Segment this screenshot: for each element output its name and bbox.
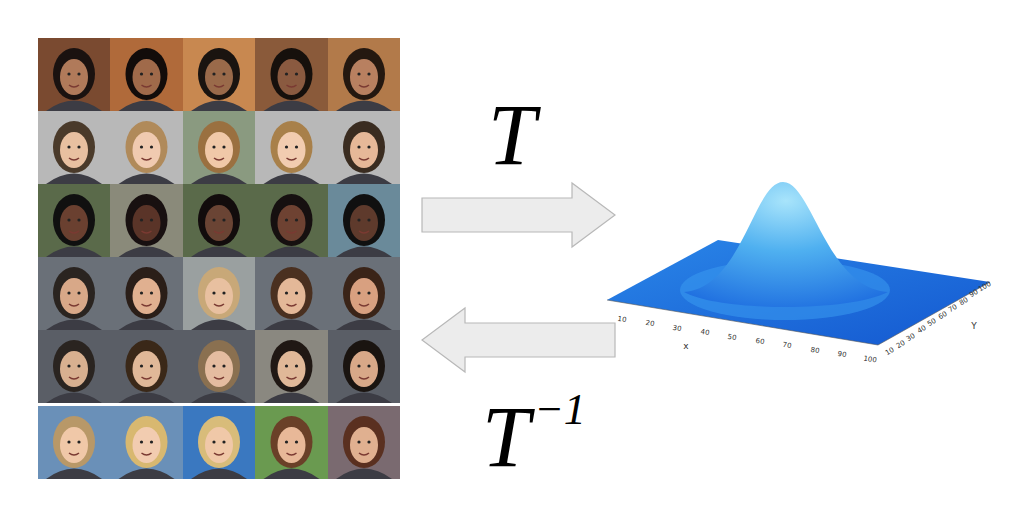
axis-name: Y	[971, 322, 977, 331]
axis-tick: 90	[968, 289, 979, 300]
axis-tick: 70	[947, 304, 958, 315]
axis-tick: 90	[837, 351, 847, 359]
axis-name: x	[683, 342, 688, 351]
axis-tick: 40	[700, 329, 710, 337]
axis-tick: 80	[810, 347, 820, 355]
axis-tick: 40	[916, 325, 927, 336]
axis-tick: 50	[727, 333, 737, 341]
axis-tick: 30	[905, 332, 916, 343]
inverse-exponent: −1	[534, 388, 586, 432]
axis-tick: 70	[782, 342, 792, 350]
axis-tick: 50	[926, 318, 937, 329]
inverse-transform-symbol: T	[482, 394, 530, 480]
forward-arrow	[422, 183, 615, 247]
transform-symbol: T	[488, 92, 536, 178]
axis-tick: 20	[895, 340, 906, 351]
axis-tick: 100	[862, 355, 876, 364]
axis-tick: 10	[884, 347, 895, 358]
axis-tick: 10	[617, 316, 627, 324]
inverse-arrow	[422, 308, 615, 372]
axis-tick: 60	[755, 338, 765, 346]
axis-tick: 60	[937, 311, 948, 322]
axis-tick: 20	[645, 320, 655, 328]
axis-tick: 80	[958, 296, 969, 307]
face-grid	[38, 38, 400, 479]
gaussian-surface	[607, 182, 990, 345]
axis-tick: 30	[672, 325, 682, 333]
